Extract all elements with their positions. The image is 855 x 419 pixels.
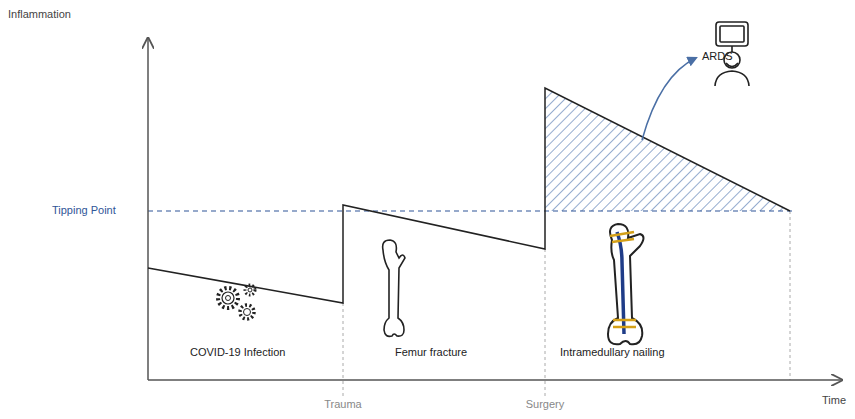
axis-title: Inflammation: [8, 8, 71, 21]
phase-label: Femur fracture: [395, 346, 467, 359]
axis-title: Time: [822, 394, 846, 407]
ards-arrow: [642, 58, 696, 140]
phase-label: COVID-19 Infection: [190, 346, 285, 359]
tipping-line: [148, 210, 792, 211]
event-label: Surgery: [526, 398, 565, 411]
event-label: Trauma: [324, 398, 362, 411]
threshold-label: Tipping Point: [52, 204, 116, 217]
x-axis: [148, 379, 842, 381]
trauma-marker: [343, 303, 344, 396]
inflammation-curve: [148, 88, 790, 303]
surgery-marker: [545, 249, 546, 396]
nailed-femur-icon: [608, 224, 644, 344]
virus-icon: [218, 285, 255, 319]
femur-icon: [383, 240, 405, 336]
end-marker: [790, 211, 791, 380]
phase-label: Intramedullary nailing: [560, 346, 665, 359]
outcome-label: ARDS: [702, 50, 733, 63]
y-axis: [147, 38, 149, 380]
